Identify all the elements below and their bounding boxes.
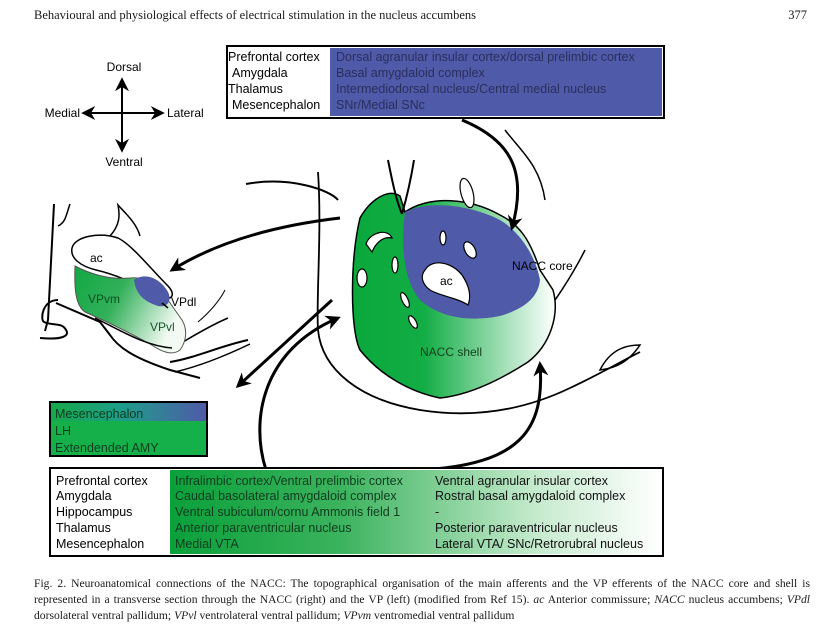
arrow-core-afferents [461, 118, 523, 231]
vpvm-label: VPvm [88, 292, 120, 306]
arrow-shell-medial-afferents [258, 315, 341, 471]
vp-ac-label: ac [90, 251, 103, 265]
shell-region-1: Amygdala [56, 489, 112, 503]
caption-abbr-1: NACC [654, 593, 685, 606]
efferent-0: Mesencephalon [55, 407, 143, 421]
running-head-title: Behavioural and physiological effects of… [34, 8, 476, 22]
shell-medial-1: Caudal basolateral amygdaloid complex [175, 489, 397, 503]
caption-lead: Fig. 2. Neuroanatomical connections of t… [34, 577, 810, 606]
medial-label: Medial [45, 106, 80, 120]
caption-abbr-2: VPdl [786, 593, 811, 606]
shell-medial-0: Infralimbic cortex/Ventral prelimbic cor… [175, 474, 404, 488]
core-region-3: Mesencephalon [232, 98, 320, 112]
shell-medial-2: Ventral subiculum/cornu Ammonis field 1 [175, 505, 400, 519]
arrow-shell-lateral-afferents [419, 361, 549, 472]
efferent-2: Extendended AMY [55, 441, 159, 455]
shell-lateral-4: Lateral VTA/ SNc/Retrorubral nucleus [435, 537, 643, 551]
vpdl-label: VPdl [171, 295, 196, 309]
ventral-label: Ventral [105, 155, 142, 169]
shell-region-0: Prefrontal cortex [56, 474, 148, 488]
shell-region-2: Hippocampus [56, 505, 132, 519]
page-number: 377 [788, 8, 807, 22]
figure-2: Dorsal Ventral Medial Lateral Prefrontal… [39, 45, 665, 557]
arrow-nacc-to-efferents [235, 298, 334, 389]
shell-region-4: Mesencephalon [56, 537, 144, 551]
shell-lateral-0: Ventral agranular insular cortex [435, 474, 609, 488]
caption-def-1: nucleus accumbens; [688, 593, 783, 606]
core-color-band [330, 48, 662, 116]
shell-lateral-1: Rostral basal amygdaloid complex [435, 489, 626, 503]
vp-section [39, 202, 251, 379]
core-region-2: Thalamus [228, 82, 283, 96]
shell-lateral-3: Posterior paraventricular nucleus [435, 521, 618, 535]
shell-medial-4: Medial VTA [175, 537, 239, 551]
shell-afferents-box: Prefrontal cortex Amygdala Hippocampus T… [49, 467, 664, 557]
arrow-nacc-to-vp [169, 216, 341, 272]
core-region-1: Amygdala [232, 66, 288, 80]
caption-abbr-4: VPvm [343, 609, 372, 622]
core-target-1: Basal amygdaloid complex [336, 66, 485, 80]
lateral-label: Lateral [167, 106, 204, 120]
caption-abbr-0: ac [533, 593, 545, 606]
shell-region-3: Thalamus [56, 521, 111, 535]
caption-def-2: dorsolateral ventral pallidum; [34, 609, 172, 622]
caption-def-0: Anterior commissure; [547, 593, 651, 606]
caption-def-3: ventrolateral ventral pallidum; [199, 609, 341, 622]
projection-arrows [169, 118, 549, 472]
vp-efferents-box: Mesencephalon LH Extendended AMY [49, 401, 208, 457]
nacc-shell-label: NACC shell [420, 345, 482, 359]
core-target-2: Intermediodorsal nucleus/Central medial … [336, 82, 606, 96]
caption-def-4: ventromedial ventral pallidum [374, 609, 515, 622]
orientation-compass: Dorsal Ventral Medial Lateral [45, 60, 204, 169]
dorsal-label: Dorsal [107, 60, 142, 74]
core-afferents-box: Prefrontal cortex Amygdala Thalamus Mese… [226, 45, 665, 119]
figure-caption: Fig. 2. Neuroanatomical connections of t… [34, 576, 810, 624]
core-target-3: SNr/Medial SNc [336, 98, 425, 112]
core-target-0: Dorsal agranular insular cortex/dorsal p… [336, 50, 635, 64]
shell-medial-3: Anterior paraventricular nucleus [175, 521, 351, 535]
nacc-core-label: NACC core [512, 259, 573, 273]
shell-lateral-2: - [435, 505, 439, 519]
nacc-ac-label: ac [440, 274, 453, 288]
caption-abbr-3: VPvl [174, 609, 197, 622]
vpvl-label: VPvl [150, 320, 175, 334]
core-region-0: Prefrontal cortex [228, 50, 320, 64]
nacc-section [245, 129, 642, 415]
efferent-1: LH [55, 424, 71, 438]
